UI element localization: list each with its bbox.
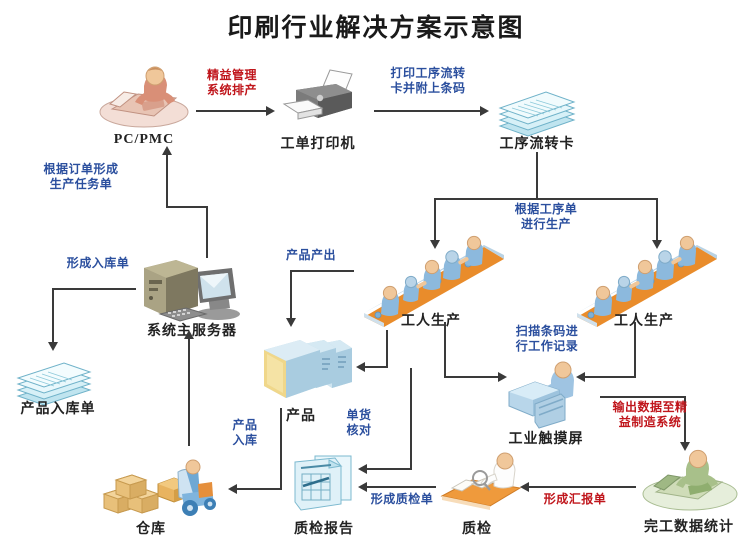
printer-icon [278,68,358,130]
arrowhead-bus-left [430,240,440,249]
arrowhead-workerright-to-touch [576,372,585,382]
arrowhead-check-to-product [356,362,365,372]
industrial-touchscreen-icon [505,361,589,429]
connector-server-to-inbound-v [52,288,54,346]
connector-check-v [386,330,388,368]
edge-label-output-to-lean: 输出数据至精益制造系统 [612,400,688,429]
edge-label-form-report: 形成汇报单 [543,492,607,506]
connector-workerright-to-touch [584,376,636,378]
connector-report-loop-v [410,368,412,470]
arrowhead-warehouse-to-server [184,330,194,339]
connector-check-h [364,366,388,368]
edge-label-product-inbound: 产品入库 [232,418,258,447]
node-label-quality-inspection: 质检 [462,521,492,537]
arrowhead-pcpmc-to-printer [266,106,275,116]
pc-pmc-icon [98,64,190,130]
completion-data-statistics-icon [640,448,740,514]
connector-production-bus [434,198,658,200]
connector-output-elbow-h [290,270,354,272]
edge-label-produce-by-order: 根据工序单进行生产 [514,202,578,231]
connector-server-to-pcpmc-h [166,206,208,208]
connector-touch-to-stats-h [600,396,686,398]
connector-pcpmc-drop [166,152,168,208]
connector-workerleft-to-touch [444,376,500,378]
arrowhead-printer-to-flowcard [480,106,489,116]
node-label-process-flow-card: 工序流转卡 [499,136,575,152]
arrowhead-product-to-warehouse [228,484,237,494]
arrowhead-to-inbound-form [48,342,58,351]
connector-workerleft-down [444,322,446,378]
arrowhead-product-output [286,318,296,327]
edge-label-form-qc-sheet: 形成质检单 [370,492,434,506]
node-label-product: 产品 [286,408,316,424]
connector-touch-to-stats-v [684,396,686,446]
connector-qc-to-report [366,486,436,488]
product-icon [258,336,356,408]
edge-label-goods-check: 单货核对 [346,408,372,437]
connector-stats-to-qc [528,486,636,488]
edge-label-product-output: 产品产出 [285,248,336,262]
connector-server-up [206,206,208,258]
connector-server-to-inbound-h [52,288,136,290]
node-label-warehouse: 仓库 [136,521,166,537]
connector-bus-left-drop [434,198,436,246]
arrowhead-stats-to-qc [520,482,529,492]
arrowhead-workerleft-to-touch [498,372,507,382]
warehouse-icon [100,450,220,520]
product-inbound-form-icon [14,356,96,408]
quality-inspection-icon [438,452,524,514]
node-label-worker-production-left: 工人生产 [401,313,461,329]
process-flow-card-icon [494,82,580,140]
edge-label-lean-scheduling: 精益管理系统排产 [206,68,257,97]
node-label-product-inbound-form: 产品入库单 [20,401,96,417]
connector-product-to-warehouse-h [236,488,282,490]
node-label-completion-data-statistics: 完工数据统计 [644,519,734,535]
edge-label-scan-barcode: 扫描条码进行工作记录 [515,324,579,353]
connector-warehouse-to-server [188,336,190,446]
connector-product-to-warehouse-v [280,408,282,490]
connector-report-loop-h [366,468,412,470]
arrowhead-report-loop [358,464,367,474]
arrowhead-to-pcpmc [162,146,172,155]
arrowhead-qc-to-report [358,482,367,492]
arrowhead-bus-right [652,240,662,249]
connector-printer-to-flowcard [374,110,482,112]
node-label-pc-pmc: PC/PMC [113,132,175,147]
edge-label-print-flow-card: 打印工序流转卡并附上条码 [390,66,466,95]
node-label-industrial-touchscreen: 工业触摸屏 [508,431,584,447]
node-label-worker-production-right: 工人生产 [614,313,674,329]
page-title: 印刷行业解决方案示意图 [227,13,525,42]
worker-production-right-icon [575,235,719,327]
arrowhead-touch-to-stats [680,442,690,451]
main-server-icon [136,252,246,322]
connector-bus-right-drop [656,198,658,246]
quality-report-icon [285,452,363,514]
edge-label-form-inbound: 形成入库单 [66,256,130,270]
connector-workerright-down [634,322,636,378]
connector-flowcard-down [536,152,538,200]
connector-pcpmc-to-printer [196,110,268,112]
connector-output-elbow-v [290,270,292,322]
node-label-printer: 工单打印机 [280,136,356,152]
node-label-quality-report: 质检报告 [294,521,354,537]
worker-production-left-icon [362,235,506,327]
edge-label-order-to-task: 根据订单形成生产任务单 [43,162,119,191]
